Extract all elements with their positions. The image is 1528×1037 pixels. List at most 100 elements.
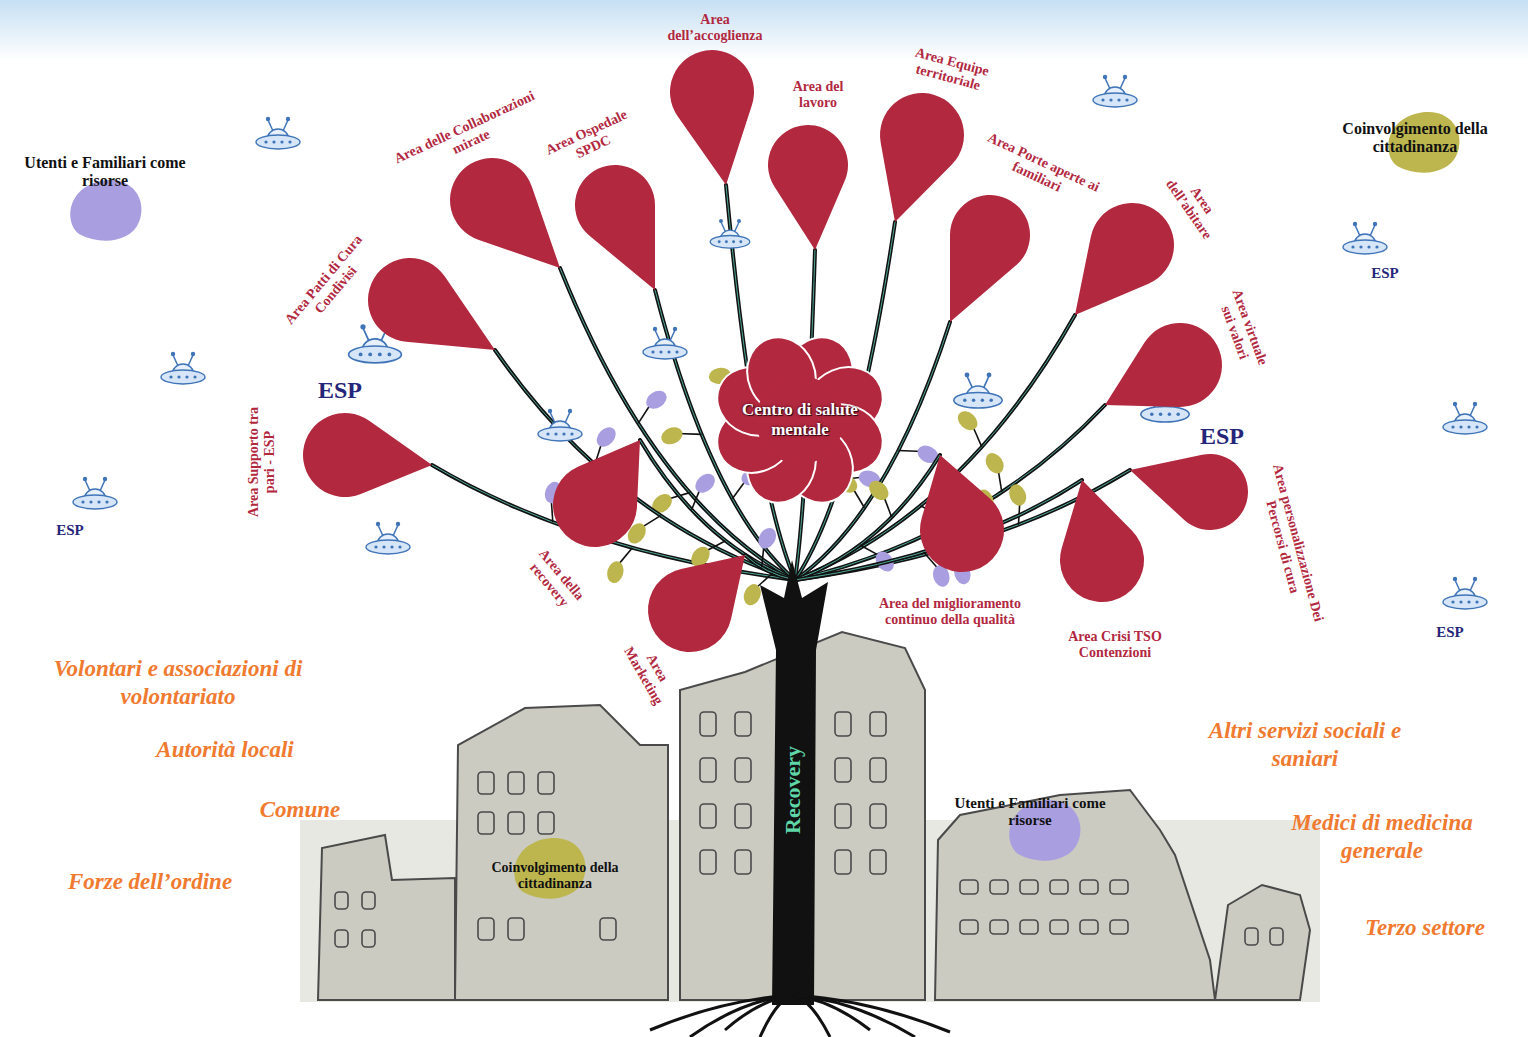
resource-label: Utenti e Familiari come risorse xyxy=(950,795,1110,830)
ufo-part xyxy=(1141,407,1189,422)
ufo-part xyxy=(1101,98,1104,101)
ufo-part xyxy=(1443,420,1487,434)
ufo-part xyxy=(376,522,380,526)
ufo-part xyxy=(1351,245,1354,248)
ufo-part xyxy=(382,545,385,548)
window xyxy=(335,892,348,909)
area-petal: Area Crisi TSO Contenzioni xyxy=(1060,518,1144,602)
ufo-part xyxy=(1103,75,1107,79)
building xyxy=(1215,885,1310,1000)
ufo-icon xyxy=(1443,402,1487,434)
ufo-part xyxy=(565,412,570,423)
ufo-icon xyxy=(256,117,300,149)
petal-outline xyxy=(900,443,1014,582)
esp-label: ESP xyxy=(318,376,362,405)
stakeholder-label: Comune xyxy=(260,796,341,824)
ufo-part xyxy=(1375,245,1378,248)
ufo-part xyxy=(548,409,552,413)
ufo-part xyxy=(981,398,985,402)
window xyxy=(835,758,851,782)
petal-shape xyxy=(1090,203,1174,287)
building xyxy=(455,705,668,1000)
window xyxy=(508,812,524,834)
ufo-part xyxy=(667,350,670,353)
petal-outline xyxy=(765,122,855,253)
petal-outline xyxy=(537,416,675,563)
ufo-icon xyxy=(1093,75,1137,107)
window xyxy=(1245,928,1258,945)
ufo-part xyxy=(954,393,1002,408)
ufo-part xyxy=(675,350,678,353)
ufo-part xyxy=(73,495,117,509)
petal-shape xyxy=(768,125,848,205)
petal-outline xyxy=(1042,186,1191,342)
center-label: Centro di salute mentale xyxy=(734,400,866,441)
ufo-part xyxy=(963,398,967,402)
window xyxy=(870,850,886,874)
ufo-part xyxy=(721,222,726,232)
window xyxy=(1110,880,1128,894)
ufo-part xyxy=(1117,98,1120,101)
ufo-part xyxy=(1373,222,1377,226)
area-label: Area del miglioramento continuo della qu… xyxy=(861,596,1039,628)
ufo-part xyxy=(171,352,175,356)
petal-shape xyxy=(950,195,1030,275)
ufo-part xyxy=(735,222,740,232)
petal-outline xyxy=(298,408,436,506)
ufo-part xyxy=(1453,577,1457,581)
ufo-part xyxy=(378,525,383,536)
window xyxy=(735,850,751,874)
ufo-part xyxy=(185,375,188,378)
window xyxy=(870,712,886,736)
ufo-part xyxy=(1359,245,1362,248)
ufo-part xyxy=(1343,240,1387,254)
esp-label: ESP xyxy=(1200,422,1244,451)
area-label: Area Ospedale SPDC xyxy=(534,103,645,178)
window xyxy=(1020,880,1038,894)
ufo-part xyxy=(972,398,976,402)
ufo-part xyxy=(1467,600,1470,603)
ufo-part xyxy=(103,477,107,481)
ufo-part xyxy=(1459,425,1462,428)
esp-label: ESP xyxy=(1436,623,1464,641)
tree-root xyxy=(793,995,950,1032)
petal-shape xyxy=(553,463,637,547)
stakeholder-label: Autorità locali xyxy=(156,736,293,764)
ufo-part xyxy=(739,240,742,243)
ufo-part xyxy=(1470,405,1475,416)
ufo-part xyxy=(718,240,721,243)
ufo-icon xyxy=(954,372,1002,407)
ufo-part xyxy=(374,545,377,548)
ufo-part xyxy=(1109,98,1112,101)
window xyxy=(362,892,375,909)
ufo-part xyxy=(191,352,195,356)
resource-label: Coinvolgimento della cittadinanza xyxy=(485,860,625,892)
petal-shape xyxy=(1172,454,1248,530)
small-leaf xyxy=(954,407,981,434)
ufo-part xyxy=(710,236,750,249)
ufo-part xyxy=(570,432,573,435)
resource-blob: Coinvolgimento della cittadinanza xyxy=(1339,120,1491,157)
ufo-part xyxy=(1123,75,1127,79)
petal-shape xyxy=(450,158,534,242)
ufo-part xyxy=(1473,577,1477,581)
petal-shape xyxy=(368,258,452,342)
small-leaf xyxy=(648,490,675,517)
ufo-part xyxy=(1176,412,1180,416)
tree-trunk xyxy=(760,560,828,1005)
petal-shape xyxy=(880,93,964,177)
window xyxy=(990,880,1008,894)
ufo-part xyxy=(363,328,369,341)
ufo-part xyxy=(193,375,196,378)
ufo-part xyxy=(655,330,660,341)
ufo-part xyxy=(1125,98,1128,101)
resource-blob: Coinvolgimento della cittadinanza xyxy=(485,860,625,892)
ufo-part xyxy=(85,480,90,491)
ufo-part xyxy=(349,346,402,363)
window xyxy=(700,758,716,782)
window xyxy=(835,712,851,736)
window xyxy=(538,812,554,834)
area-petal: Area Porte aperte ai familiari xyxy=(950,195,1030,275)
ufo-part xyxy=(188,355,193,366)
petal-shape xyxy=(670,50,754,134)
